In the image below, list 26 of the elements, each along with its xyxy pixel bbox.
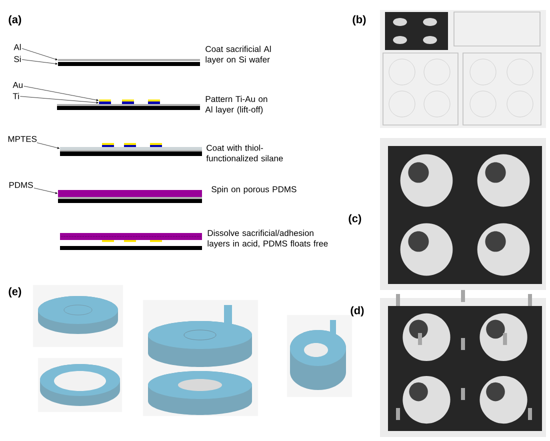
step-text: Spin on porous PDMS: [212, 186, 296, 194]
leader-line: [36, 142, 60, 149]
layer-label: Al: [14, 44, 21, 50]
panel-label: (e): [8, 287, 22, 298]
step-text: Dissolve sacrificial/adhesion layers in acid, PDMS floats free: [208, 230, 328, 248]
layer-label: Ti: [12, 92, 19, 100]
layer-label: Au: [12, 82, 23, 88]
leader-line: [34, 188, 58, 194]
leader-line: [22, 59, 58, 65]
layer-label: PDMS: [9, 182, 33, 188]
step-text: Coat sacrificial Al layer on Si wafer: [206, 46, 271, 64]
leader-line: [24, 86, 98, 102]
layer: [58, 62, 200, 66]
layer-label: MPTES: [8, 136, 37, 142]
step-text: Pattern Ti-Au on Al layer (lift-off): [205, 96, 268, 114]
step-text: Coat with thiol-functionalized silane: [206, 144, 283, 162]
layer: [99, 102, 111, 104]
panel-label: (a): [8, 15, 22, 26]
layer-label: Si: [14, 56, 21, 62]
panel-label: (d): [350, 306, 364, 316]
leader-line: [20, 96, 98, 104]
layer: [60, 147, 202, 150]
panel-label: (b): [352, 15, 366, 26]
panel-label: (c): [348, 214, 362, 224]
leader-line: [22, 48, 58, 60]
layer: [58, 190, 202, 197]
